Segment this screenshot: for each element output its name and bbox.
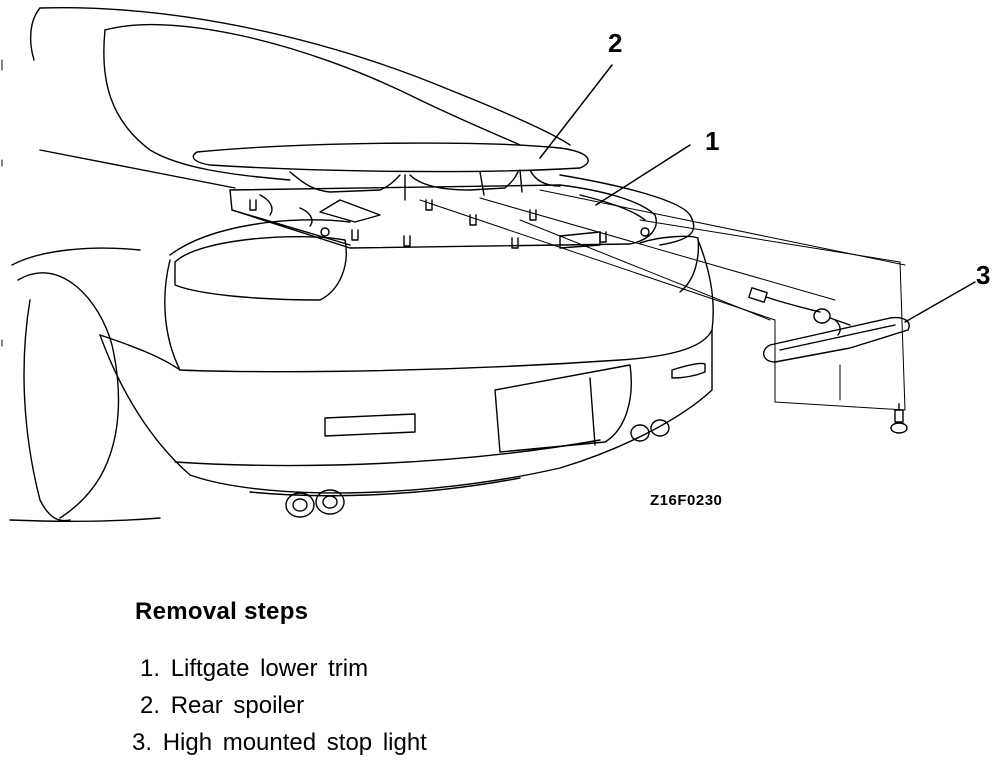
list-item: 3. High mounted stop light: [132, 724, 427, 761]
liftgate-lower-trim: [229, 184, 657, 249]
step-text: High mounted stop light: [162, 729, 427, 756]
projection-lines: [419, 189, 906, 411]
list-item: 1. Liftgate lower trim: [132, 650, 427, 687]
exploded-view-illustration: [1, 6, 976, 523]
figure-code: Z16F0230: [650, 492, 723, 509]
car-body-outline: [9, 6, 714, 523]
list-item: 2. Rear spoiler: [132, 687, 427, 724]
callout-3: 3: [976, 260, 991, 290]
scan-marks: [1, 59, 3, 347]
step-text: Liftgate lower trim: [170, 655, 369, 682]
high-mounted-stop-light: [748, 287, 910, 434]
step-number: 1.: [140, 655, 161, 682]
callout-leaders: [539, 64, 976, 323]
rear-spoiler: [192, 142, 589, 201]
step-number: 3.: [132, 729, 153, 756]
callout-1: 1: [705, 126, 720, 156]
callout-2: 2: [608, 28, 623, 58]
step-number: 2.: [140, 692, 161, 719]
removal-steps-list: 1. Liftgate lower trim 2. Rear spoiler 3…: [132, 650, 427, 761]
removal-steps-title: Removal steps: [135, 598, 309, 625]
step-text: Rear spoiler: [170, 692, 305, 719]
